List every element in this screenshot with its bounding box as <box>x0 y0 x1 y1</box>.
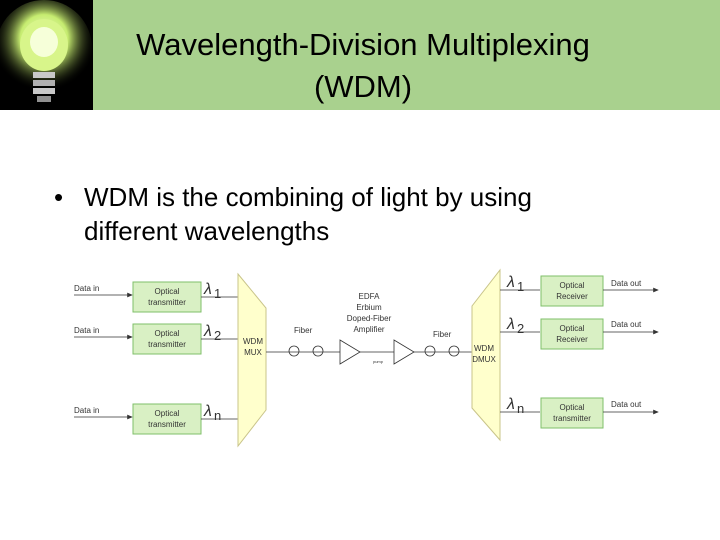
lambda-subscript: 2 <box>517 321 524 336</box>
fiber-coil-icon <box>448 345 460 357</box>
data-in-label: Data in <box>74 284 99 293</box>
input-channel-n: Data in Optical transmitter λ n <box>74 403 238 435</box>
amp-label-1: EDFA <box>359 292 381 301</box>
header-bar <box>0 0 720 110</box>
fiber-left: Fiber <box>266 326 340 357</box>
mux-label-1: WDM <box>243 337 263 346</box>
optical-transmitter-block <box>132 403 202 435</box>
fiber-right: Fiber <box>414 330 472 357</box>
input-channel-1: Data in Optical transmitter λ 1 <box>74 281 238 313</box>
output-channel-n: λ n Optical transmitter Data out <box>500 396 659 429</box>
lambda-symbol: λ <box>203 281 212 298</box>
data-in-label: Data in <box>74 406 99 415</box>
amp-label-3: Doped-Fiber <box>347 314 392 323</box>
block-line-2: Receiver <box>556 292 588 301</box>
block-line-2: Receiver <box>556 335 588 344</box>
title-line-2: (WDM) <box>313 69 413 104</box>
fiber-coil-icon <box>424 345 436 357</box>
optical-transmitter-block <box>132 281 202 313</box>
optical-receiver-block <box>540 275 604 307</box>
optical-receiver-block <box>540 318 604 350</box>
lightbulb-logo <box>0 0 93 110</box>
wdm-mux: WDM MUX <box>237 272 267 448</box>
block-line-1: Optical <box>155 409 180 418</box>
amp-label-4: Amplifier <box>353 325 384 334</box>
amp-label-2: Erbium <box>356 303 382 312</box>
optical-transmitter-block <box>132 323 202 355</box>
lambda-symbol: λ <box>203 403 212 420</box>
block-line-2: transmitter <box>148 298 186 307</box>
block-line-2: transmitter <box>148 420 186 429</box>
pump-label: pump <box>373 359 384 364</box>
block-line-2: transmitter <box>148 340 186 349</box>
fiber-label: Fiber <box>433 330 452 339</box>
amplifier-triangle-icon <box>339 339 361 365</box>
lambda-subscript: 1 <box>517 279 524 294</box>
wdm-diagram: Data in Optical transmitter λ 1 Data in … <box>74 268 659 448</box>
dmux-shape <box>471 268 501 442</box>
bullet-point-icon: • <box>54 182 64 212</box>
optical-transmitter-block <box>540 397 604 429</box>
data-out-label: Data out <box>611 279 642 288</box>
amplifier-triangle-icon <box>393 339 415 365</box>
output-channel-1: λ 1 Optical Receiver Data out <box>500 274 659 307</box>
dmux-label-2: DMUX <box>472 355 496 364</box>
fiber-coil-icon <box>288 345 300 357</box>
edfa-amplifier: EDFA Erbium Doped-Fiber Amplifier pump <box>339 292 415 365</box>
data-out-label: Data out <box>611 320 642 329</box>
block-line-1: Optical <box>560 281 585 290</box>
data-out-label: Data out <box>611 400 642 409</box>
lambda-symbol: λ <box>203 323 212 340</box>
block-line-1: Optical <box>155 329 180 338</box>
lambda-subscript: n <box>214 408 221 423</box>
fiber-coil-icon <box>312 345 324 357</box>
lambda-symbol: λ <box>506 316 515 333</box>
block-line-1: Optical <box>155 287 180 296</box>
mux-shape <box>237 272 267 448</box>
dmux-label-1: WDM <box>474 344 494 353</box>
wdm-dmux: WDM DMUX <box>471 268 501 442</box>
lambda-symbol: λ <box>506 396 515 413</box>
block-line-2: transmitter <box>553 414 591 423</box>
lambda-subscript: 2 <box>214 328 221 343</box>
output-channel-2: λ 2 Optical Receiver Data out <box>500 316 659 350</box>
lambda-subscript: 1 <box>214 286 221 301</box>
fiber-label: Fiber <box>294 326 313 335</box>
block-line-1: Optical <box>560 324 585 333</box>
block-line-1: Optical <box>560 403 585 412</box>
bullet-text: WDM is the combining of light by using d… <box>84 182 532 246</box>
input-channel-2: Data in Optical transmitter λ 2 <box>74 323 238 355</box>
lambda-symbol: λ <box>506 274 515 291</box>
slide-title: Wavelength-Division Multiplexing (WDM) <box>93 24 633 108</box>
mux-label-2: MUX <box>244 348 262 357</box>
data-in-label: Data in <box>74 326 99 335</box>
lambda-subscript: n <box>517 401 524 416</box>
title-line-1: Wavelength-Division Multiplexing <box>136 27 590 62</box>
